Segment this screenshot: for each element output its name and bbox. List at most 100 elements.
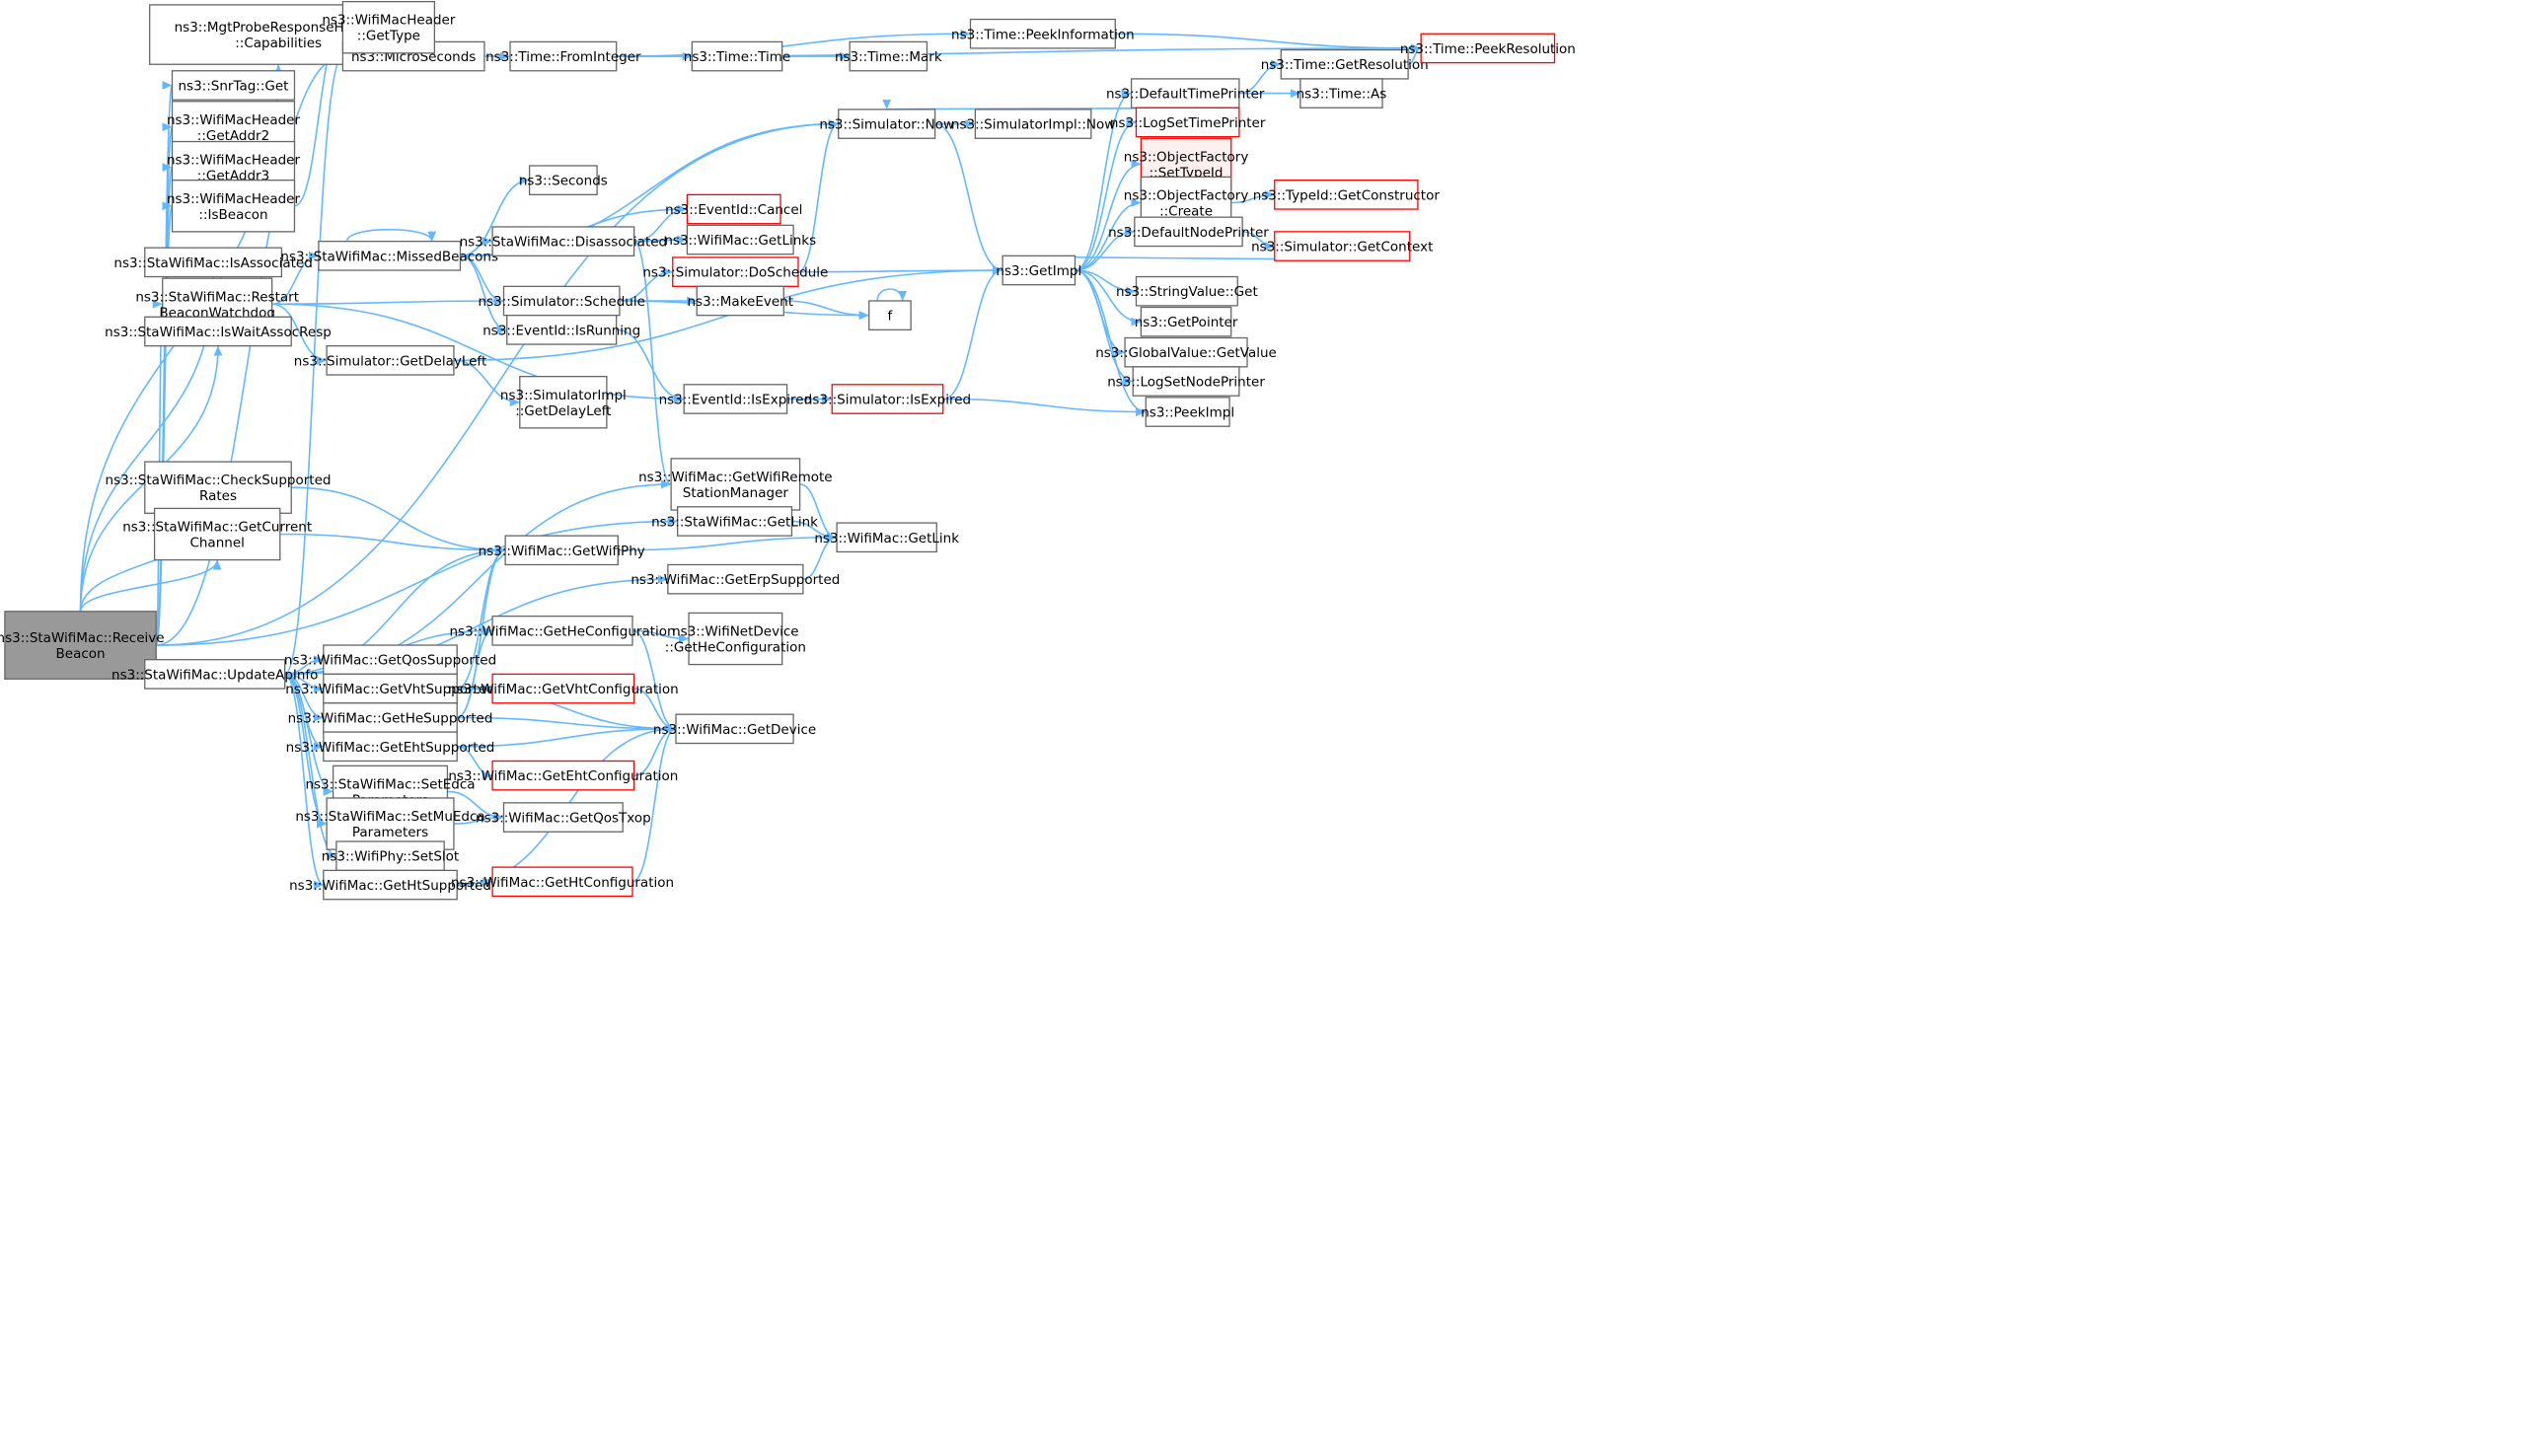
- node-timetime-box: [691, 40, 783, 72]
- node-simnow[interactable]: ns3::Simulator::Now: [819, 109, 954, 139]
- node-makeevent-label-0: ns3::MakeEvent: [688, 294, 794, 310]
- node-timeas-label-0: ns3::Time::As: [1297, 87, 1387, 103]
- node-gethtsup-box: [323, 869, 458, 901]
- edge-updateap-to-gethtsup: [284, 673, 325, 890]
- node-isbeacon[interactable]: ns3::WifiMacHeader::IsBeacon: [167, 180, 301, 233]
- node-getqossup[interactable]: ns3::WifiMac::GetQosSupported: [284, 644, 496, 676]
- node-getdelayleft[interactable]: ns3::Simulator::GetDelayLeft: [294, 345, 486, 376]
- node-getdevice[interactable]: ns3::WifiMac::GetDevice: [653, 713, 816, 745]
- node-isassoc[interactable]: ns3::StaWifiMac::IsAssociated: [113, 247, 313, 278]
- node-geterp[interactable]: ns3::WifiMac::GetErpSupported: [631, 563, 840, 595]
- node-mark[interactable]: ns3::Time::Mark: [835, 40, 942, 72]
- edge-defprinter-to-getres: [1238, 59, 1282, 95]
- node-getwifiphy-label-0: ns3::WifiMac::GetWifiPhy: [479, 544, 645, 559]
- node-setslot-label-0: ns3::WifiPhy::SetSlot: [322, 849, 459, 865]
- node-gethtcfg[interactable]: ns3::WifiMac::GetHtConfiguration: [451, 866, 674, 898]
- node-defnode[interactable]: ns3::DefaultNodePrinter: [1108, 216, 1269, 248]
- node-checkrates-box: [144, 461, 292, 514]
- node-iswait[interactable]: ns3::StaWifiMac::IsWaitAssocResp: [105, 316, 332, 347]
- node-getqostxop[interactable]: ns3::WifiMac::GetQosTxop: [476, 802, 651, 833]
- node-getehtcfg[interactable]: ns3::WifiMac::GetEhtConfiguration: [448, 760, 678, 791]
- edge-f-to-f: [876, 288, 908, 302]
- node-getwifiphy[interactable]: ns3::WifiMac::GetWifiPhy: [479, 535, 645, 566]
- node-isexpired[interactable]: ns3::EventId::IsExpired: [659, 384, 813, 414]
- node-missed[interactable]: ns3::StaWifiMac::MissedBeacons: [280, 240, 498, 271]
- node-getimpl[interactable]: ns3::GetImpl: [996, 255, 1081, 286]
- nodes: ns3::StaWifiMac::ReceiveBeaconns3::MgtPr…: [0, 0, 1576, 901]
- node-gethtsup[interactable]: ns3::WifiMac::GetHtSupported: [289, 869, 491, 901]
- node-restart-label-0: ns3::StaWifiMac::Restart: [135, 289, 299, 305]
- edge-getimpl-to-logset: [1075, 117, 1137, 271]
- node-getlinks[interactable]: ns3::WifiMac::GetLinks: [664, 224, 816, 255]
- edge-makeevent-to-f: [783, 300, 869, 321]
- node-defprinter[interactable]: ns3::DefaultTimePrinter: [1106, 78, 1265, 109]
- edge-root-to-isbeacon: [155, 201, 174, 646]
- node-cancel[interactable]: ns3::EventId::Cancel: [665, 193, 802, 225]
- node-f[interactable]: f: [868, 300, 912, 331]
- node-isrunning[interactable]: ns3::EventId::IsRunning: [482, 315, 640, 345]
- node-getcurch-label-0: ns3::StaWifiMac::GetCurrent: [122, 519, 312, 535]
- node-getremote[interactable]: ns3::WifiMac::GetWifiRemoteStationManage…: [638, 458, 833, 511]
- node-gethecfg[interactable]: ns3::WifiMac::GetHeConfiguration: [449, 616, 676, 646]
- node-gettype[interactable]: ns3::WifiMacHeader::GetType: [322, 0, 456, 54]
- node-updateap[interactable]: ns3::StaWifiMac::UpdateApInfo: [111, 659, 318, 690]
- node-cancel-label-0: ns3::EventId::Cancel: [665, 202, 802, 218]
- node-timeas[interactable]: ns3::Time::As: [1297, 78, 1387, 109]
- node-getvhtsup[interactable]: ns3::WifiMac::GetVhtSupported: [285, 673, 495, 704]
- node-getptr[interactable]: ns3::GetPointer: [1135, 306, 1238, 337]
- node-doschedule[interactable]: ns3::Simulator::DoSchedule: [642, 256, 828, 287]
- node-gvget[interactable]: ns3::GlobalValue::GetValue: [1095, 336, 1277, 368]
- edge-getimpl-to-peekimpl: [1075, 269, 1147, 416]
- node-getctor-label-0: ns3::TypeId::GetConstructor: [1253, 187, 1441, 203]
- node-netdevhecfg[interactable]: ns3::WifiNetDevice::GetHeConfiguration: [665, 612, 806, 666]
- node-stagetlink[interactable]: ns3::StaWifiMac::GetLink: [651, 506, 818, 537]
- node-peekimpl[interactable]: ns3::PeekImpl: [1141, 397, 1234, 427]
- node-simisexp[interactable]: ns3::Simulator::IsExpired: [804, 384, 971, 414]
- edge-gethtcfg-to-getdevice: [631, 724, 677, 883]
- edge-getwifiphy-to-macgetlink: [618, 533, 838, 551]
- node-timetime[interactable]: ns3::Time::Time: [684, 40, 790, 72]
- node-seconds[interactable]: ns3::Seconds: [519, 165, 608, 196]
- node-getctx[interactable]: ns3::Simulator::GetContext: [1251, 231, 1433, 261]
- node-isassoc-label-0: ns3::StaWifiMac::IsAssociated: [113, 255, 312, 271]
- node-getremote-label-1: StationManager: [683, 485, 789, 501]
- node-peekinfo[interactable]: ns3::Time::PeekInformation: [951, 18, 1135, 49]
- node-disassoc[interactable]: ns3::StaWifiMac::Disassociated: [460, 226, 668, 256]
- node-timetime-label-0: ns3::Time::Time: [684, 49, 790, 65]
- node-peekinfo-label-0: ns3::Time::PeekInformation: [951, 27, 1135, 42]
- node-macgetlink[interactable]: ns3::WifiMac::GetLink: [814, 522, 959, 553]
- node-getehtsup[interactable]: ns3::WifiMac::GetEhtSupported: [286, 731, 495, 763]
- node-getvhtcfg[interactable]: ns3::WifiMac::GetVhtConfiguration: [448, 673, 679, 704]
- node-getvhtcfg-box: [491, 673, 635, 704]
- node-lognode[interactable]: ns3::LogSetNodePrinter: [1107, 366, 1265, 397]
- node-addr3[interactable]: ns3::WifiMacHeader::GetAddr3: [167, 140, 301, 194]
- node-implgetdelay[interactable]: ns3::SimulatorImpl::GetDelayLeft: [500, 376, 627, 429]
- node-gethtsup-label-0: ns3::WifiMac::GetHtSupported: [289, 878, 491, 894]
- node-seconds-box: [528, 165, 598, 196]
- node-strget[interactable]: ns3::StringValue::Get: [1116, 275, 1258, 307]
- node-missed-box: [318, 240, 462, 271]
- edge-schedule-to-doschedule: [619, 267, 673, 302]
- node-logset[interactable]: ns3::LogSetTimePrinter: [1110, 107, 1266, 138]
- node-snrget[interactable]: ns3::SnrTag::Get: [171, 70, 296, 101]
- node-frominteger[interactable]: ns3::Time::FromInteger: [485, 40, 641, 72]
- node-peekimpl-label-0: ns3::PeekImpl: [1141, 405, 1234, 421]
- node-peekimpl-box: [1145, 397, 1230, 427]
- node-setmuedca-label-1: Parameters: [352, 825, 428, 840]
- node-implnow[interactable]: ns3::SimulatorImpl::Now: [951, 109, 1115, 139]
- node-getcurch-label-1: Channel: [189, 535, 244, 550]
- edge-getimpl-to-getptr: [1075, 269, 1142, 327]
- node-makeevent[interactable]: ns3::MakeEvent: [688, 285, 794, 317]
- node-peekres[interactable]: ns3::Time::PeekResolution: [1400, 33, 1576, 64]
- node-setslot[interactable]: ns3::WifiPhy::SetSlot: [322, 840, 459, 872]
- edge-ofcreate-to-getctor: [1230, 189, 1275, 204]
- node-schedule[interactable]: ns3::Simulator::Schedule: [479, 285, 645, 317]
- node-gethesup[interactable]: ns3::WifiMac::GetHeSupported: [288, 702, 493, 733]
- node-getctor[interactable]: ns3::TypeId::GetConstructor: [1253, 180, 1441, 210]
- node-defnode-box: [1134, 216, 1243, 248]
- node-cancel-box: [686, 193, 781, 225]
- edge-disassoc-to-cancel: [633, 204, 688, 243]
